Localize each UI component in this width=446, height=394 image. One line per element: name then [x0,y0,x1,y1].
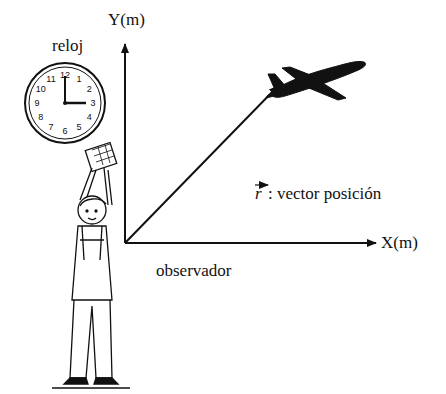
observer-figure [52,143,130,388]
y-axis [124,44,126,243]
clock-digit: 9 [34,99,39,108]
airplane [266,61,366,100]
clock-digit: 10 [36,85,46,94]
position-vector [125,86,278,243]
clock-digit: 8 [38,113,43,122]
clock-digit: 2 [87,85,92,94]
clock-digit: 6 [62,127,67,136]
axis-label: Y(m) [108,10,145,30]
clock [25,63,105,143]
clock-digit: 12 [60,71,70,80]
x-axis [125,242,376,244]
axis-label: X(m) [381,233,418,253]
clock-digit: 11 [46,74,55,83]
clock-digit: 3 [90,99,95,108]
clock-label: reloj [52,36,83,56]
clock-digit: 5 [76,123,81,132]
clock-digit: 4 [87,113,92,122]
clock-digit: 7 [48,123,53,132]
vector-symbol: r [255,184,262,204]
observer-label: observador [156,261,232,281]
vector-label: : vector posición [268,184,381,204]
clock-digit: 1 [76,74,81,83]
